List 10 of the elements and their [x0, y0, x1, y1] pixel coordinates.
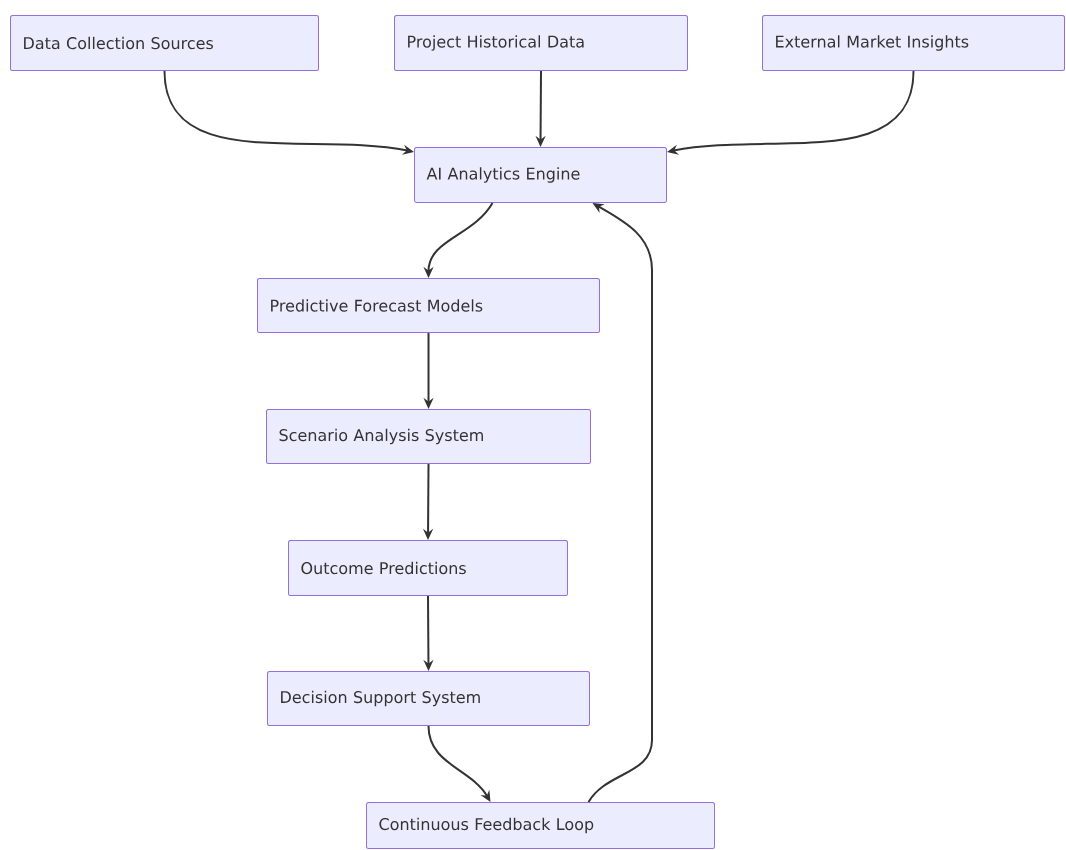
- process-box: Data Collection Sources: [10, 15, 319, 71]
- process-box: AI Analytics Engine: [414, 147, 667, 203]
- process-box: Decision Support System: [267, 671, 590, 726]
- arrow: [587, 203, 653, 803]
- process-box: External Market Insights: [762, 15, 1065, 71]
- process-box: Scenario Analysis System: [266, 409, 591, 464]
- process-box: Project Historical Data: [394, 15, 688, 71]
- process-box: Predictive Forecast Models: [257, 278, 600, 333]
- process-box: Continuous Feedback Loop: [366, 802, 715, 849]
- process-box: Outcome Predictions: [288, 540, 568, 596]
